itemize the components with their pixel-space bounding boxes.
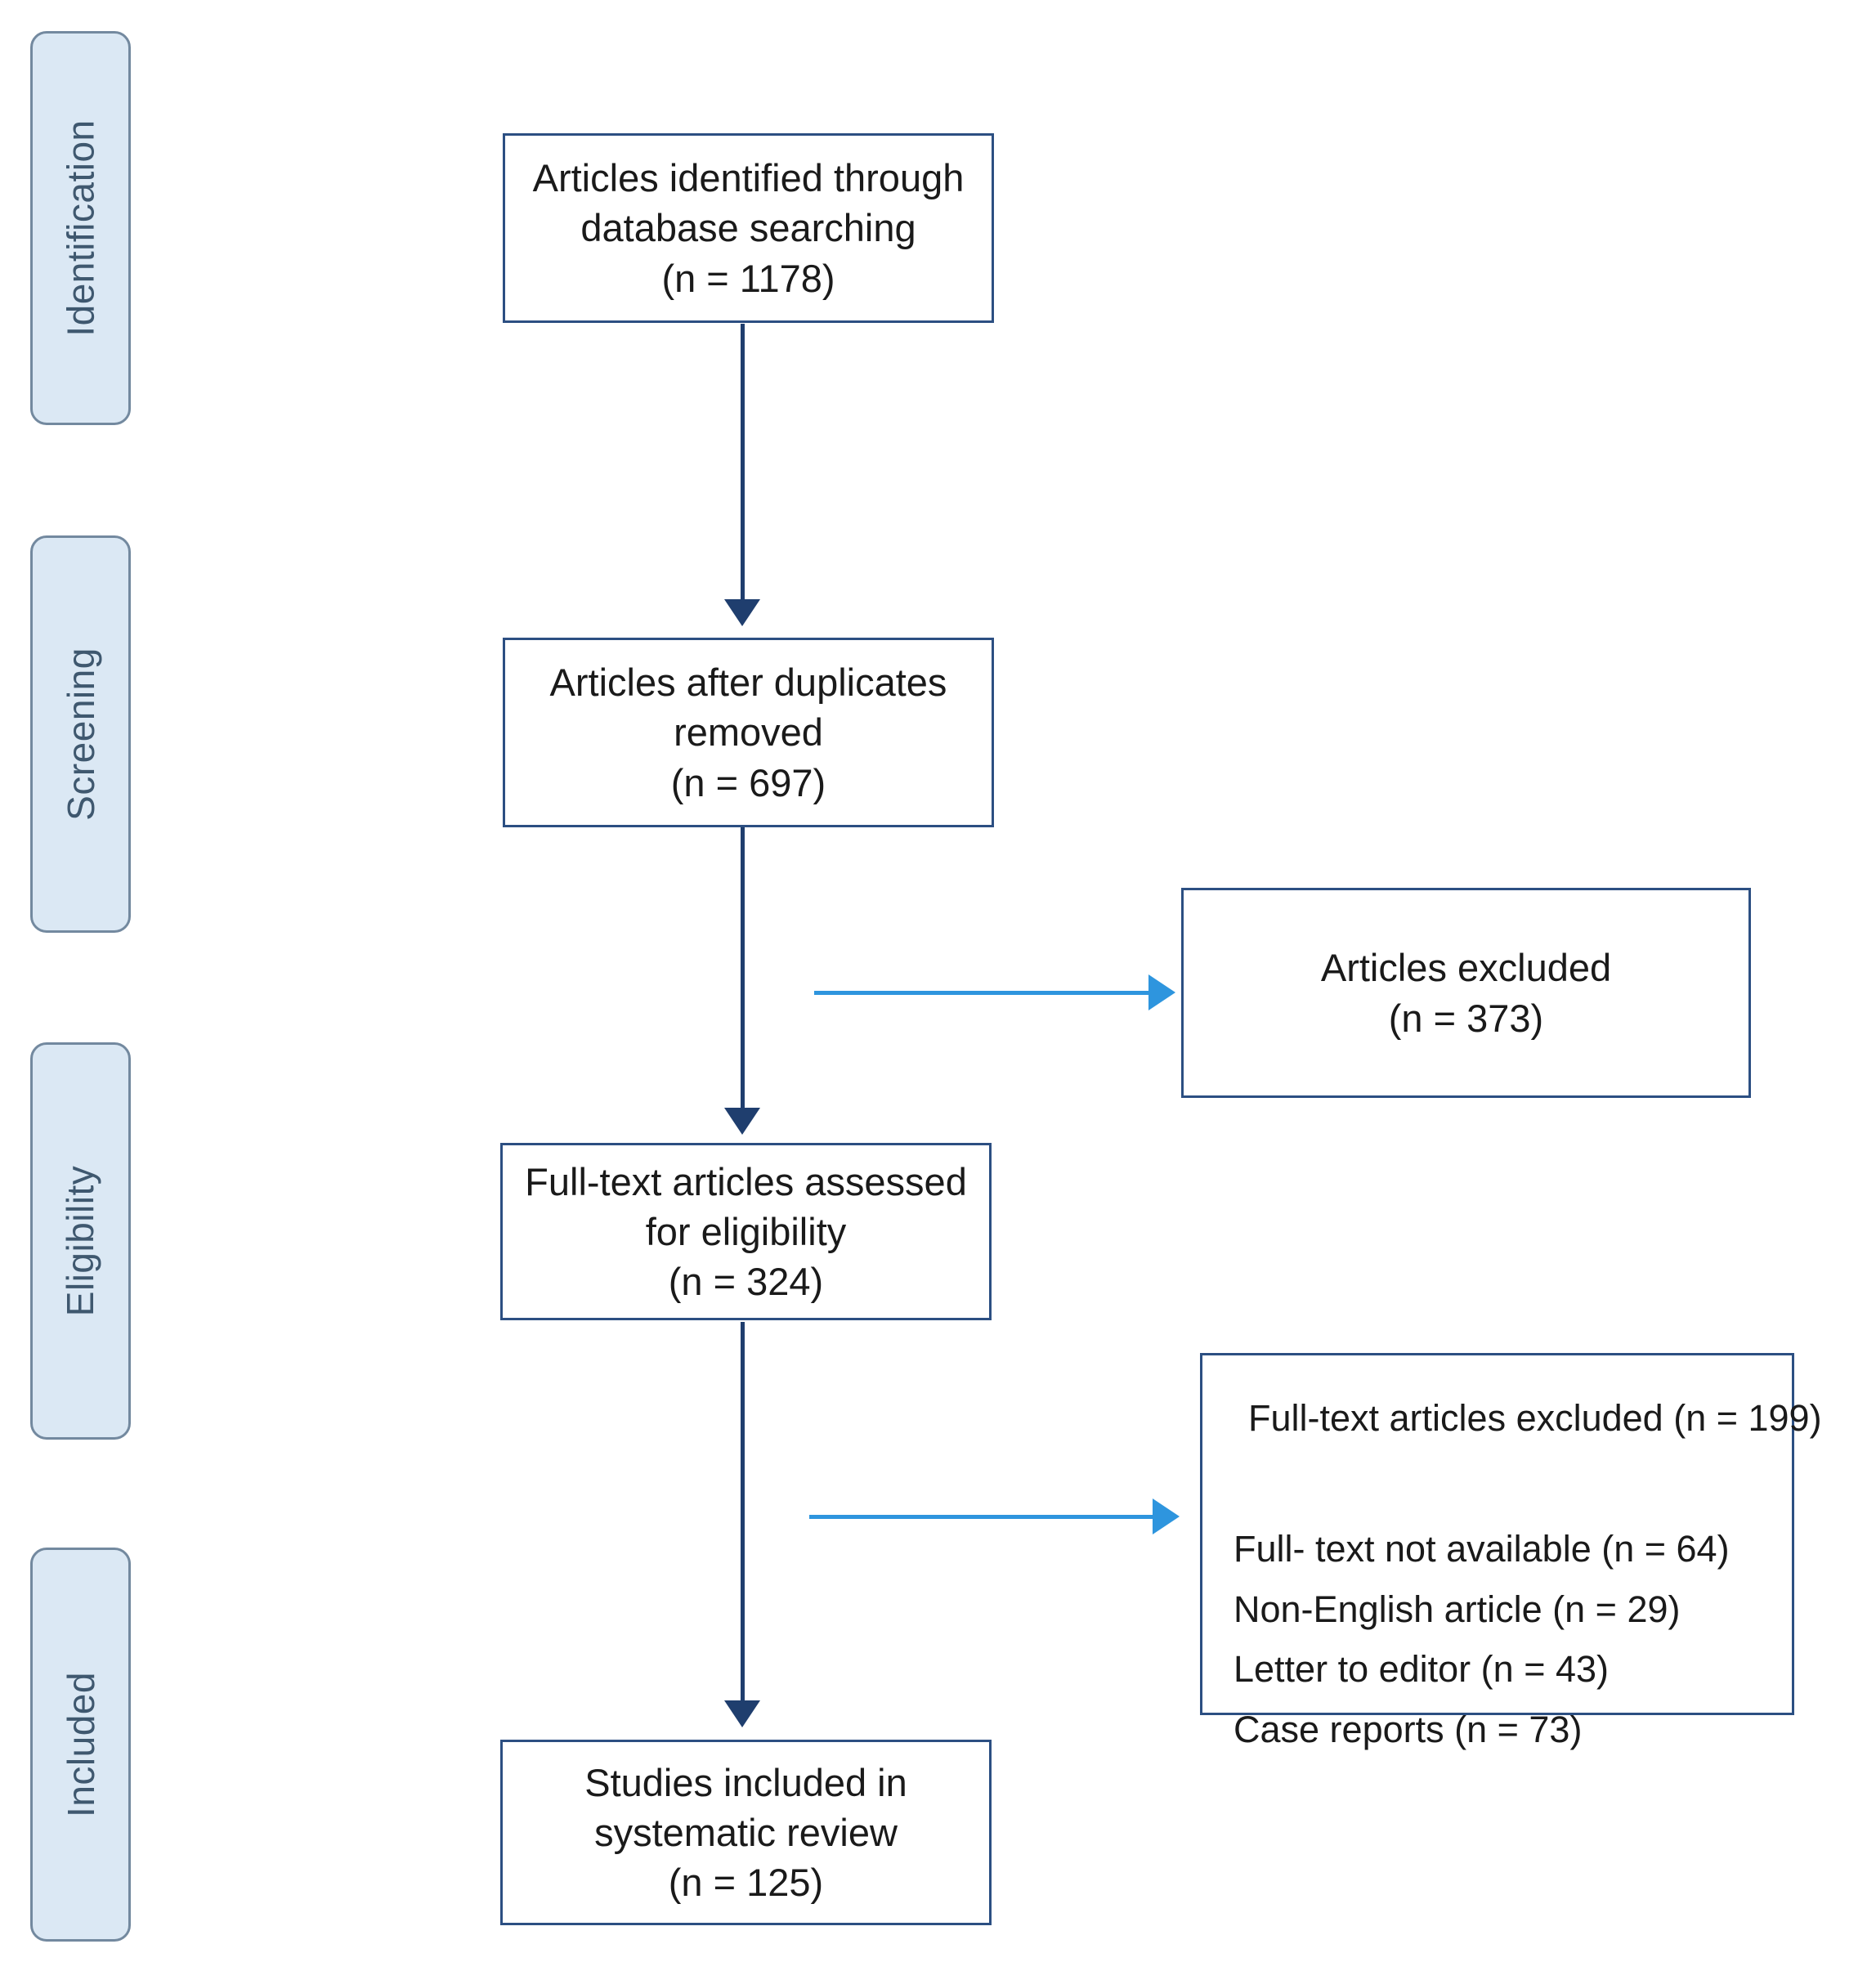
box-identified-line2: database searching [580, 206, 916, 250]
stage-label-screening: Screening [59, 647, 102, 821]
box-after-duplicates-line2: removed [674, 710, 823, 755]
stage-label-eligibility: Eligibility [59, 1165, 102, 1317]
box-included-count: (n = 125) [668, 1861, 824, 1905]
stage-pill-screening: Screening [30, 535, 131, 933]
arrow-to-fulltext-excluded-head [1153, 1498, 1180, 1534]
box-fulltext-assessed-count: (n = 324) [668, 1260, 824, 1304]
arrow-to-articles-excluded-head [1148, 974, 1175, 1010]
box-included-line2: systematic review [594, 1810, 898, 1854]
arrow-to-articles-excluded-line [814, 991, 1153, 995]
exclusion-reason-case-reports: Case reports (n = 73) [1234, 1708, 1583, 1750]
box-articles-excluded-count: (n = 373) [1388, 996, 1544, 1040]
stage-pill-included: Included [30, 1548, 131, 1942]
box-identified-line1: Articles identified through [532, 156, 965, 200]
box-after-duplicates-line1: Articles after duplicates [549, 661, 947, 705]
exclusion-reason-list: Full- text not available (n = 64) Non-En… [1234, 1525, 1730, 1766]
arrow-fulltext-to-included-line [741, 1322, 745, 1702]
box-articles-excluded: Articles excluded (n = 373) [1181, 888, 1751, 1098]
box-studies-included: Studies included in systematic review (n… [500, 1740, 992, 1925]
box-included-line1: Studies included in [584, 1760, 907, 1804]
box-after-duplicates-count: (n = 697) [670, 760, 826, 804]
exclusion-reason-letter-to-editor: Letter to editor (n = 43) [1234, 1648, 1610, 1690]
arrow-to-fulltext-excluded-line [809, 1515, 1157, 1519]
exclusion-reason-fulltext-not-available: Full- text not available (n = 64) [1234, 1528, 1730, 1570]
box-fulltext-excluded-heading: Full-text articles excluded (n = 199) [1248, 1397, 1822, 1439]
arrow-identified-to-duplicates-line [741, 324, 745, 602]
arrow-duplicates-to-fulltext-head [724, 1108, 760, 1135]
stage-label-included: Included [59, 1672, 102, 1817]
box-fulltext-excluded: Full-text articles excluded (n = 199) Fu… [1200, 1353, 1822, 1750]
box-articles-excluded-line1: Articles excluded [1320, 946, 1612, 990]
box-fulltext-assessed-line1: Full-text articles assessed [525, 1159, 967, 1203]
box-identified-count: (n = 1178) [661, 256, 835, 300]
box-articles-identified: Articles identified through database sea… [503, 133, 994, 323]
box-fulltext-assessed-line2: for eligibility [645, 1209, 847, 1253]
stage-label-identification: Identification [59, 119, 102, 337]
exclusion-reason-non-english: Non-English article (n = 29) [1234, 1588, 1681, 1630]
stage-pill-eligibility: Eligibility [30, 1042, 131, 1440]
arrow-identified-to-duplicates-head [724, 599, 760, 626]
arrow-fulltext-to-included-head [724, 1700, 760, 1727]
box-articles-after-duplicates: Articles after duplicates removed (n = 6… [503, 638, 994, 827]
stage-pill-identification: Identification [30, 31, 131, 425]
arrow-duplicates-to-fulltext-line [741, 827, 745, 1109]
box-fulltext-assessed: Full-text articles assessed for eligibil… [500, 1143, 992, 1320]
